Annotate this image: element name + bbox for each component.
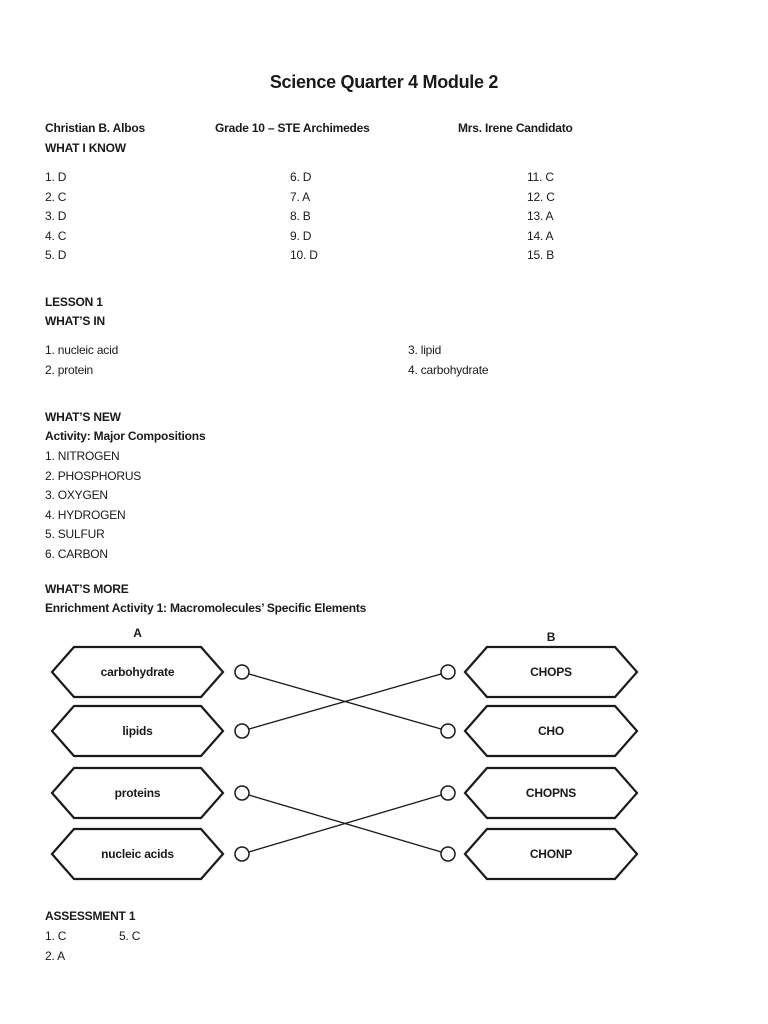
answer-item: 2. A [45, 948, 65, 963]
answer-item: 12. C [527, 189, 555, 204]
connector-dot-right-1 [440, 664, 456, 680]
connector-dot-left-1 [234, 664, 250, 680]
list-item: 4. carbohydrate [408, 362, 489, 377]
hexagon-left-1 [50, 645, 225, 699]
answer-column-2: 6. D 7. A 8. B 9. D 10. D [290, 168, 318, 266]
column-b-label: B [547, 630, 556, 644]
answer-item: 3. D [45, 209, 67, 223]
whats-more-heading: WHAT’S MORE [45, 582, 129, 596]
hexagon-label: CHOPS [530, 665, 572, 679]
answer-item: 8. B [290, 209, 311, 223]
hexagon-left-4 [50, 827, 225, 881]
hexagon-label: carbohydrate [101, 665, 175, 679]
whats-new-activity-title: Activity: Major Compositions [45, 429, 206, 443]
hexagon-right-3 [463, 766, 639, 820]
hexagon-right-2 [463, 704, 639, 758]
assessment1-column-2: 5. C [119, 927, 140, 947]
grade-section: Grade 10 – STE Archimedes [215, 121, 370, 135]
student-name: Christian B. Albos [45, 121, 145, 135]
hexagon-left-3 [50, 766, 225, 820]
hexagon-label: proteins [115, 786, 161, 800]
hexagon-right-1 [463, 645, 639, 699]
answer-item: 15. B [527, 248, 555, 262]
connector-dot-right-2 [440, 723, 456, 739]
answer-item: 5. C [119, 929, 141, 943]
whats-more-activity-title: Enrichment Activity 1: Macromolecules’ S… [45, 601, 367, 615]
hexagon-label: CHOPNS [526, 786, 576, 800]
list-item: 2. PHOSPHORUS [45, 468, 142, 483]
list-item: 2. protein [45, 362, 94, 377]
whats-new-list: 1. NITROGEN 2. PHOSPHORUS 3. OXYGEN 4. H… [45, 447, 141, 564]
answer-item: 9. D [290, 228, 312, 243]
list-item: 1. NITROGEN [45, 449, 120, 463]
answer-item: 10. D [290, 248, 318, 262]
list-item: 4. HYDROGEN [45, 507, 126, 522]
matching-diagram: A B carbohydrate lipids proteins nucleic… [50, 626, 639, 881]
answer-item: 14. A [527, 228, 554, 243]
hexagon-label: CHO [538, 724, 564, 738]
connector-dot-left-4 [234, 846, 250, 862]
hexagon-label: nucleic acids [101, 847, 174, 861]
hexagon-label: lipids [122, 724, 153, 738]
list-item: 3. OXYGEN [45, 488, 108, 502]
connector-dot-right-4 [440, 846, 456, 862]
column-a-label: A [133, 626, 142, 640]
list-item: 6. CARBON [45, 546, 108, 561]
answer-item: 1. C [45, 929, 67, 943]
lesson1-heading: LESSON 1 [45, 295, 103, 309]
list-item: 5. SULFUR [45, 527, 105, 541]
assessment1-column-1: 1. C 2. A [45, 927, 66, 966]
answer-item: 6. D [290, 170, 312, 184]
answer-item: 13. A [527, 209, 554, 223]
connector-dot-right-3 [440, 785, 456, 801]
answer-item: 2. C [45, 189, 67, 204]
page-title: Science Quarter 4 Module 2 [269, 72, 499, 92]
list-item: 3. lipid [408, 343, 442, 357]
what-i-know-heading: WHAT I KNOW [45, 141, 126, 155]
whats-in-column-2: 3. lipid 4. carbohydrate [408, 341, 489, 380]
hexagon-left-2 [50, 704, 225, 758]
assessment1-heading: ASSESSMENT 1 [45, 909, 136, 923]
hexagon-right-4 [463, 827, 639, 881]
whats-in-column-1: 1. nucleic acid 2. protein [45, 341, 118, 380]
whats-in-heading: WHAT’S IN [45, 314, 105, 328]
answer-item: 11. C [527, 170, 554, 184]
whats-new-heading: WHAT’S NEW [45, 410, 121, 424]
connector-dot-left-3 [234, 785, 250, 801]
answer-item: 7. A [290, 189, 310, 204]
answer-item: 4. C [45, 228, 67, 243]
answer-item: 5. D [45, 248, 67, 262]
teacher-name: Mrs. Irene Candidato [458, 121, 573, 135]
hexagon-label: CHONP [530, 847, 573, 861]
answer-column-1: 1. D 2. C 3. D 4. C 5. D [45, 168, 66, 266]
answer-column-3: 11. C 12. C 13. A 14. A 15. B [527, 168, 555, 266]
match-lines [241, 671, 449, 855]
connector-dot-left-2 [234, 723, 250, 739]
list-item: 1. nucleic acid [45, 343, 119, 357]
answer-item: 1. D [45, 170, 67, 184]
